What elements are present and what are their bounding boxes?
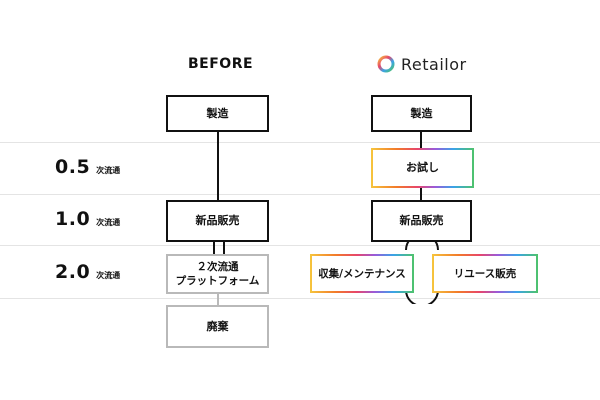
tier-unit: 次流通 (96, 271, 121, 280)
before-platform-box: ２次流通 プラットフォーム (166, 254, 269, 294)
retailor-trial-box: お試し (371, 148, 474, 188)
tier-label-0-5: 0.5 次流通 (55, 156, 120, 178)
tier-divider (0, 194, 600, 195)
connector-line (223, 241, 225, 255)
connector-line (217, 131, 219, 201)
before-title: BEFORE (188, 56, 254, 72)
before-manufacturing-box: 製造 (166, 95, 269, 132)
tier-divider (0, 245, 600, 246)
box-label: リユース販売 (453, 267, 517, 280)
box-label: 収集/メンテナンス (318, 267, 406, 280)
connector-line (217, 292, 219, 306)
loop-connector (405, 238, 439, 304)
tier-label-1-0: 1.0 次流通 (55, 208, 120, 230)
retailor-manufacturing-box: 製造 (371, 95, 472, 132)
box-label: 製造 (206, 106, 229, 120)
tier-label-2-0: 2.0 次流通 (55, 261, 120, 283)
box-label: 製造 (410, 106, 433, 120)
tier-divider (0, 298, 600, 299)
tier-divider (0, 142, 600, 143)
retailor-logo-text: Retailor (401, 54, 467, 74)
retailor-reuse-sales-box: リユース販売 (432, 254, 538, 293)
before-new-sales-box: 新品販売 (166, 200, 269, 242)
before-disposal-box: 廃棄 (166, 305, 269, 348)
retailor-logo: Retailor (376, 54, 467, 74)
tier-number: 2.0 (55, 261, 91, 283)
connector-line (213, 241, 215, 255)
connector-line (420, 186, 422, 202)
tier-number: 1.0 (55, 208, 91, 230)
tier-number: 0.5 (55, 156, 91, 178)
retailor-ring-icon (377, 55, 395, 73)
box-label: お試し (406, 161, 439, 174)
box-label: ２次流通 (196, 261, 239, 273)
retailor-new-sales-box: 新品販売 (371, 200, 472, 242)
connector-line (420, 131, 422, 149)
box-label: 新品販売 (399, 214, 444, 227)
tier-unit: 次流通 (96, 166, 121, 175)
tier-unit: 次流通 (96, 218, 121, 227)
retailor-collection-box: 収集/メンテナンス (310, 254, 414, 293)
box-label: 新品販売 (195, 214, 240, 227)
box-label: プラットフォーム (175, 275, 260, 287)
box-label: 廃棄 (206, 319, 229, 333)
